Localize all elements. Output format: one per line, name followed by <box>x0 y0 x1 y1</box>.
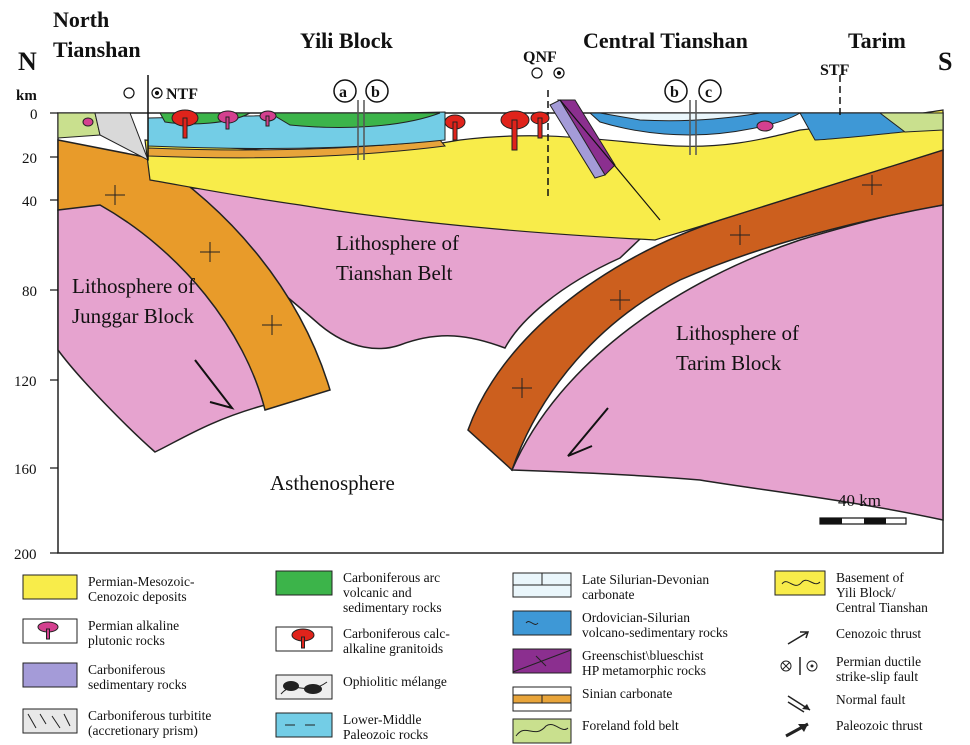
foreland-swatch-icon <box>512 718 572 744</box>
legend-item-silurian-devonian-carbonate: Late Silurian-Devonian carbonate <box>512 572 709 602</box>
asthenosphere-label: Asthenosphere <box>270 471 395 495</box>
tick-20: 20 <box>22 151 37 167</box>
sinian-swatch-icon <box>512 686 572 712</box>
green-swatch-icon <box>275 570 333 596</box>
legend-item-sinian-carbonate: Sinian carbonate <box>512 686 672 712</box>
legend-item-ordovician-silurian: Ordovician-Silurian volcano-sedimentary … <box>512 610 728 640</box>
legend-item-cenozoic-thrust: Cenozoic thrust <box>774 626 921 648</box>
tick-120: 120 <box>14 374 37 390</box>
tick-0: 0 <box>30 107 38 123</box>
central-tianshan-title: Central Tianshan <box>583 28 748 53</box>
legend-label: Normal fault <box>836 692 905 707</box>
legend-item-permian-deposits: Permian-Mesozoic- Cenozoic deposits <box>22 574 194 604</box>
legend-label: Foreland fold belt <box>582 718 679 733</box>
legend-item-paleozoic-thrust: Paleozoic thrust <box>774 718 923 740</box>
north-letter: N <box>18 47 37 76</box>
stf-label: STF <box>820 62 850 79</box>
legend-item-calc-alkaline: Carboniferous calc- alkaline granitoids <box>275 626 450 656</box>
legend-item-arc-volcanic: Carboniferous arc volcanic and sedimenta… <box>275 570 442 615</box>
pink-pluton-icon <box>22 618 78 644</box>
marker-a: a <box>334 80 356 102</box>
marker-c: c <box>699 80 721 102</box>
red-pluton-icon <box>275 626 333 652</box>
yellow-swatch-icon <box>22 574 78 600</box>
tick-200: 200 <box>14 547 37 560</box>
legend-label: Carboniferous calc- alkaline granitoids <box>343 626 450 656</box>
tick-40: 40 <box>22 194 37 210</box>
axis-unit: km <box>16 88 37 104</box>
legend-label: Cenozoic thrust <box>836 626 921 641</box>
legend-label: Carboniferous sedimentary rocks <box>88 662 187 692</box>
legend-item-foreland-fold-belt: Foreland fold belt <box>512 718 679 744</box>
scale-bar <box>820 518 906 524</box>
legend-item-alkaline-plutonic: Permian alkaline plutonic rocks <box>22 618 179 648</box>
legend-item-normal-fault: Normal fault <box>774 692 905 714</box>
paleozoic-thrust-icon <box>774 718 826 740</box>
svg-text:c: c <box>705 84 712 101</box>
legend-item-carboniferous-sedimentary: Carboniferous sedimentary rocks <box>22 662 187 692</box>
tarim-title: Tarim <box>848 28 906 53</box>
basement-swatch-icon <box>774 570 826 596</box>
legend-label: Carboniferous turbitite (accretionary pr… <box>88 708 211 738</box>
legend-label: Permian alkaline plutonic rocks <box>88 618 179 648</box>
yili-block-title: Yili Block <box>300 28 393 53</box>
strike-slip-icon <box>774 654 826 678</box>
marker-b-right: b <box>665 80 687 102</box>
turbidite-swatch-icon <box>22 708 78 734</box>
tick-160: 160 <box>14 462 37 478</box>
legend-label: Greenschist\blueschist HP metamorphic ro… <box>582 648 706 678</box>
marker-b-left: b <box>366 80 388 102</box>
tick-80: 80 <box>22 284 37 300</box>
ntf-label: NTF <box>166 86 198 103</box>
legend-item-basement: Basement of Yili Block/ Central Tianshan <box>774 570 928 615</box>
legend-label: Permian ductile strike-slip fault <box>836 654 921 684</box>
normal-fault-icon <box>774 692 826 714</box>
legend-item-ophiolitic-melange: Ophiolitic mélange <box>275 674 447 700</box>
south-letter: S <box>938 47 952 76</box>
carbonate-swatch-icon <box>512 572 572 598</box>
blue-swatch-icon <box>512 610 572 636</box>
purple-swatch-icon <box>512 648 572 674</box>
geologic-cross-section: N S North Tianshan Yili Block Central Ti… <box>0 0 970 560</box>
legend-item-hp-metamorphic: Greenschist\blueschist HP metamorphic ro… <box>512 648 706 678</box>
svg-text:b: b <box>670 84 679 101</box>
legend: Permian-Mesozoic- Cenozoic deposits Perm… <box>0 560 970 745</box>
legend-item-lower-middle-paleozoic: Lower-Middle Paleozoic rocks <box>275 712 428 742</box>
north-tianshan-l1: North <box>53 7 109 32</box>
cenozoic-thrust-icon <box>774 626 826 648</box>
melange-swatch-icon <box>275 674 333 700</box>
depth-ticks <box>50 113 58 553</box>
legend-item-turbidite: Carboniferous turbitite (accretionary pr… <box>22 708 211 738</box>
svg-text:a: a <box>339 84 347 101</box>
svg-text:b: b <box>371 84 380 101</box>
legend-label: Late Silurian-Devonian carbonate <box>582 572 709 602</box>
legend-label: Paleozoic thrust <box>836 718 923 733</box>
legend-label: Basement of Yili Block/ Central Tianshan <box>836 570 928 615</box>
foreland-north <box>58 113 100 138</box>
north-tianshan-title: North Tianshan <box>53 7 141 62</box>
legend-label: Lower-Middle Paleozoic rocks <box>343 712 428 742</box>
legend-label: Ophiolitic mélange <box>343 674 447 689</box>
legend-label: Sinian carbonate <box>582 686 672 701</box>
legend-label: Ordovician-Silurian volcano-sedimentary … <box>582 610 728 640</box>
legend-label: Permian-Mesozoic- Cenozoic deposits <box>88 574 194 604</box>
scale-bar-label: 40 km <box>838 491 881 510</box>
cyan-swatch-icon <box>275 712 333 738</box>
north-tianshan-l2: Tianshan <box>53 37 141 62</box>
legend-label: Carboniferous arc volcanic and sedimenta… <box>343 570 442 615</box>
qnf-label: QNF <box>523 49 557 66</box>
violet-swatch-icon <box>22 662 78 688</box>
legend-item-strike-slip-fault: Permian ductile strike-slip fault <box>774 654 921 684</box>
